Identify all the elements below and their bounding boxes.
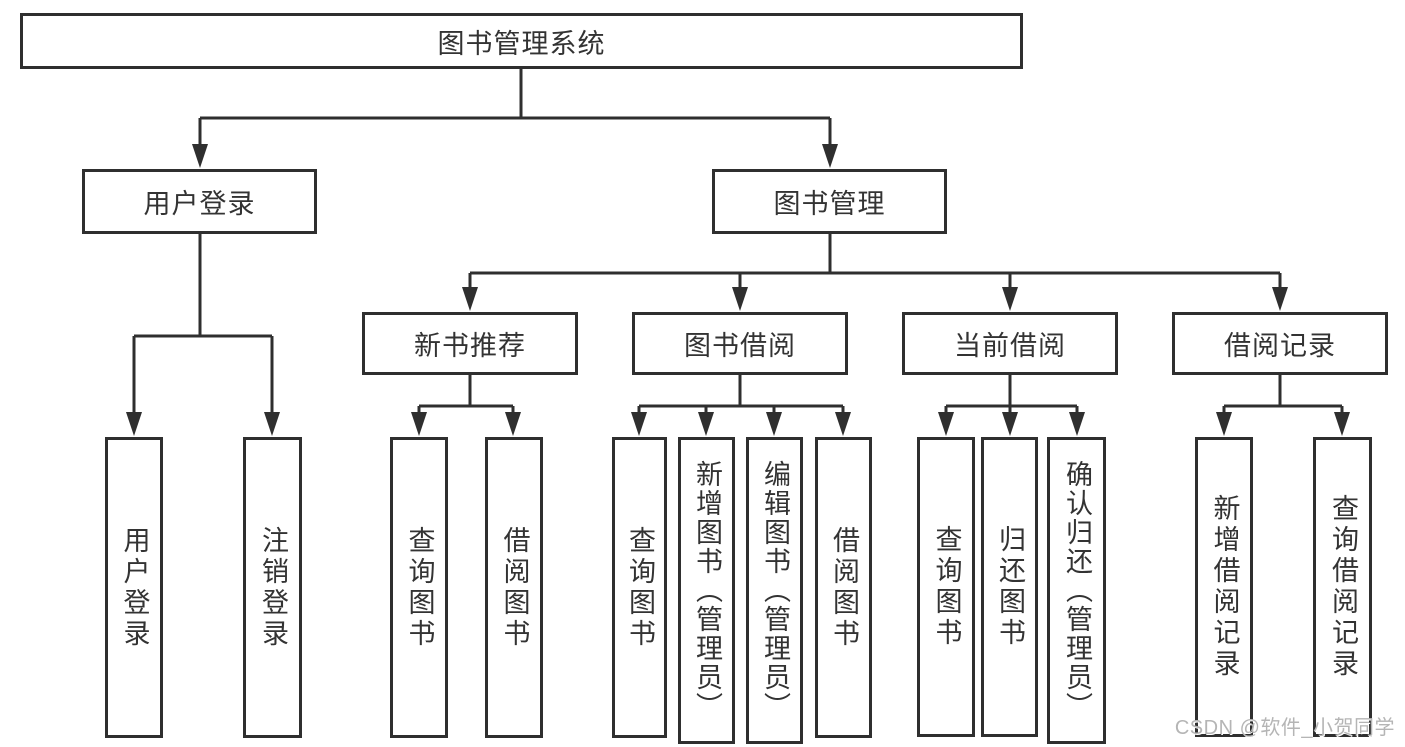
arrowhead <box>192 144 208 168</box>
leaf-records-add-borrow-record-label: 新增借阅记录 <box>1209 494 1240 680</box>
arrowhead <box>835 412 851 436</box>
leaf-user-login-label: 用户登录 <box>119 525 150 650</box>
node-book-borrowing-label: 图书借阅 <box>684 331 796 361</box>
leaf-current-confirm-return-admin: 确认归还（管理员） <box>1047 437 1106 744</box>
edges-user-login <box>126 233 280 436</box>
edges-root <box>192 68 838 168</box>
arrowhead <box>126 412 142 436</box>
node-user-login: 用户登录 <box>82 169 317 234</box>
arrowhead <box>505 412 521 436</box>
arrowhead <box>822 144 838 168</box>
leaf-current-search-book: 查询图书 <box>917 437 975 737</box>
arrowhead <box>732 287 748 311</box>
leaf-user-login: 用户登录 <box>105 437 163 738</box>
leaf-records-search-borrow-record: 查询借阅记录 <box>1313 437 1372 737</box>
node-library-management-system-label: 图书管理系统 <box>437 28 606 59</box>
arrowhead <box>698 412 714 436</box>
edges-new-book-recommendation <box>411 374 521 436</box>
leaf-logout-label: 注销登录 <box>258 525 288 650</box>
arrowhead <box>1216 412 1232 436</box>
node-book-management: 图书管理 <box>712 169 947 234</box>
node-current-borrowing-label: 当前借阅 <box>954 331 1066 361</box>
node-new-book-recommendation-label: 新书推荐 <box>414 331 526 361</box>
arrowhead <box>1069 412 1085 436</box>
leaf-borrow-borrow-book-label: 借阅图书 <box>829 525 859 650</box>
edges-current-borrowing <box>938 374 1085 436</box>
arrowhead <box>631 412 647 436</box>
leaf-records-add-borrow-record: 新增借阅记录 <box>1195 437 1253 737</box>
leaf-logout: 注销登录 <box>243 437 302 738</box>
arrowhead <box>766 412 782 436</box>
leaf-borrow-borrow-book: 借阅图书 <box>815 437 872 738</box>
arrowhead <box>462 287 478 311</box>
node-book-borrowing: 图书借阅 <box>632 312 848 375</box>
leaf-current-confirm-return-admin-label: 确认归还（管理员） <box>1062 460 1092 721</box>
node-new-book-recommendation: 新书推荐 <box>362 312 578 375</box>
node-current-borrowing: 当前借阅 <box>902 312 1118 375</box>
node-user-login-label: 用户登录 <box>143 189 256 219</box>
edges-borrowing-records <box>1216 374 1350 436</box>
arrowhead <box>1002 287 1018 311</box>
leaf-recommend-borrow-book: 借阅图书 <box>485 437 543 738</box>
edges-book-borrowing <box>631 374 851 436</box>
arrowhead <box>411 412 427 436</box>
leaf-recommend-search-book-label: 查询图书 <box>404 525 435 650</box>
edges-book-management <box>462 233 1288 311</box>
leaf-borrow-edit-book-admin-label: 编辑图书（管理员） <box>760 460 790 721</box>
leaf-current-search-book-label: 查询图书 <box>931 525 962 649</box>
leaf-borrow-edit-book-admin: 编辑图书（管理员） <box>746 437 803 744</box>
arrowhead <box>1002 412 1018 436</box>
node-library-management-system: 图书管理系统 <box>20 13 1023 69</box>
leaf-recommend-borrow-book-label: 借阅图书 <box>499 525 530 650</box>
leaf-current-return-book: 归还图书 <box>981 437 1038 737</box>
arrowhead <box>264 412 280 436</box>
node-book-management-label: 图书管理 <box>773 189 886 219</box>
leaf-records-search-borrow-record-label: 查询借阅记录 <box>1328 494 1358 680</box>
leaf-borrow-search-book: 查询图书 <box>612 437 667 738</box>
leaf-recommend-search-book: 查询图书 <box>390 437 448 738</box>
node-borrowing-records-label: 借阅记录 <box>1224 331 1336 361</box>
leaf-borrow-add-book-admin: 新增图书（管理员） <box>678 437 735 744</box>
arrowhead <box>1334 412 1350 436</box>
arrowhead <box>1272 287 1288 311</box>
node-borrowing-records: 借阅记录 <box>1172 312 1388 375</box>
leaf-borrow-search-book-label: 查询图书 <box>625 525 655 650</box>
leaf-borrow-add-book-admin-label: 新增图书（管理员） <box>692 460 722 721</box>
leaf-current-return-book-label: 归还图书 <box>995 525 1025 649</box>
arrowhead <box>938 412 954 436</box>
